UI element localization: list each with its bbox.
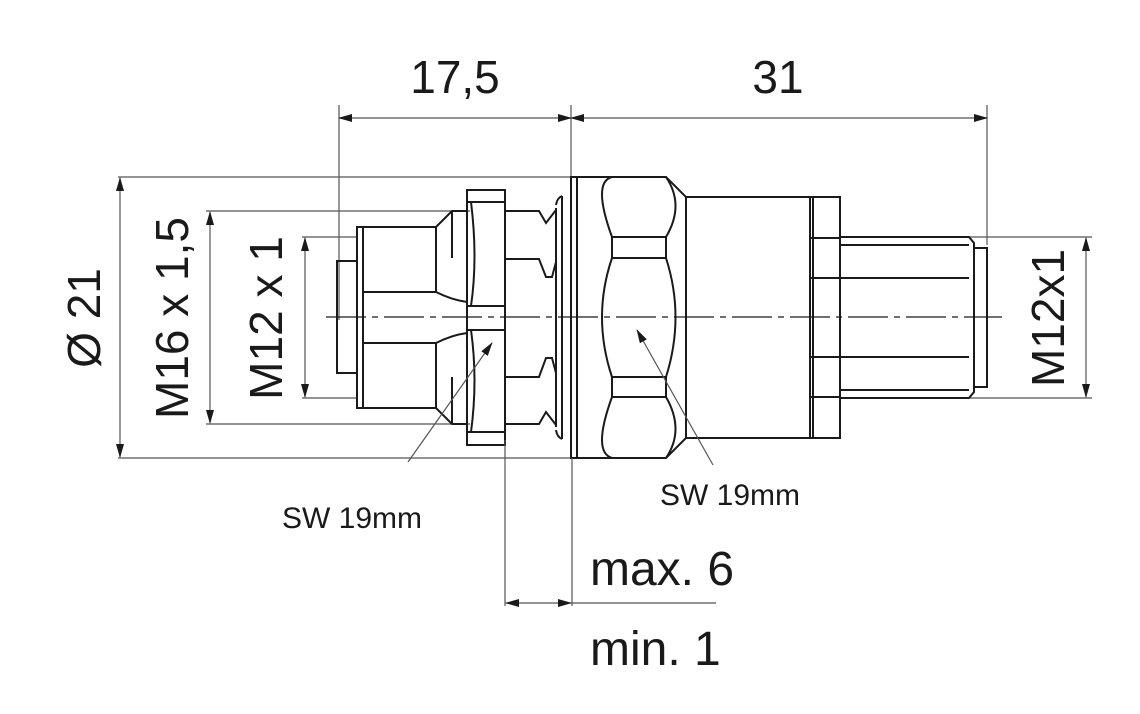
dimension-left: Ø 21 M16 x 1,5 M12 x 1 xyxy=(58,176,571,459)
dim-rear-length: 31 xyxy=(752,51,803,103)
hex-flat-top xyxy=(601,176,677,238)
dim-outer-diameter: Ø 21 xyxy=(58,268,110,368)
dim-front-length: 17,5 xyxy=(410,51,500,103)
callouts: SW 19mm SW 19mm xyxy=(282,329,800,535)
dim-rear-thread: M12x1 xyxy=(1022,249,1074,387)
connector-body xyxy=(326,176,1002,459)
front-hex-curve xyxy=(435,291,468,344)
nut-curve xyxy=(470,201,476,433)
leader-line-body xyxy=(636,329,714,466)
groove-body xyxy=(505,209,557,426)
callout-nut-wrench-size: SW 19mm xyxy=(282,502,422,535)
dim-wall-max: max. 6 xyxy=(590,543,734,596)
dimension-top: 17,5 31 xyxy=(338,51,988,320)
front-body-hex xyxy=(363,226,437,409)
leader-line-nut xyxy=(407,342,493,463)
dimension-right: M12x1 xyxy=(970,236,1092,399)
callout-body-wrench-size: SW 19mm xyxy=(660,479,800,512)
dim-mount-thread: M16 x 1,5 xyxy=(146,217,198,419)
dim-front-thread: M12 x 1 xyxy=(240,236,292,400)
dim-wall-min: min. 1 xyxy=(590,623,721,676)
groove xyxy=(505,258,557,378)
dimension-wall-thickness: max. 6 min. 1 xyxy=(504,440,734,676)
hex-flat-bottom xyxy=(601,396,677,459)
